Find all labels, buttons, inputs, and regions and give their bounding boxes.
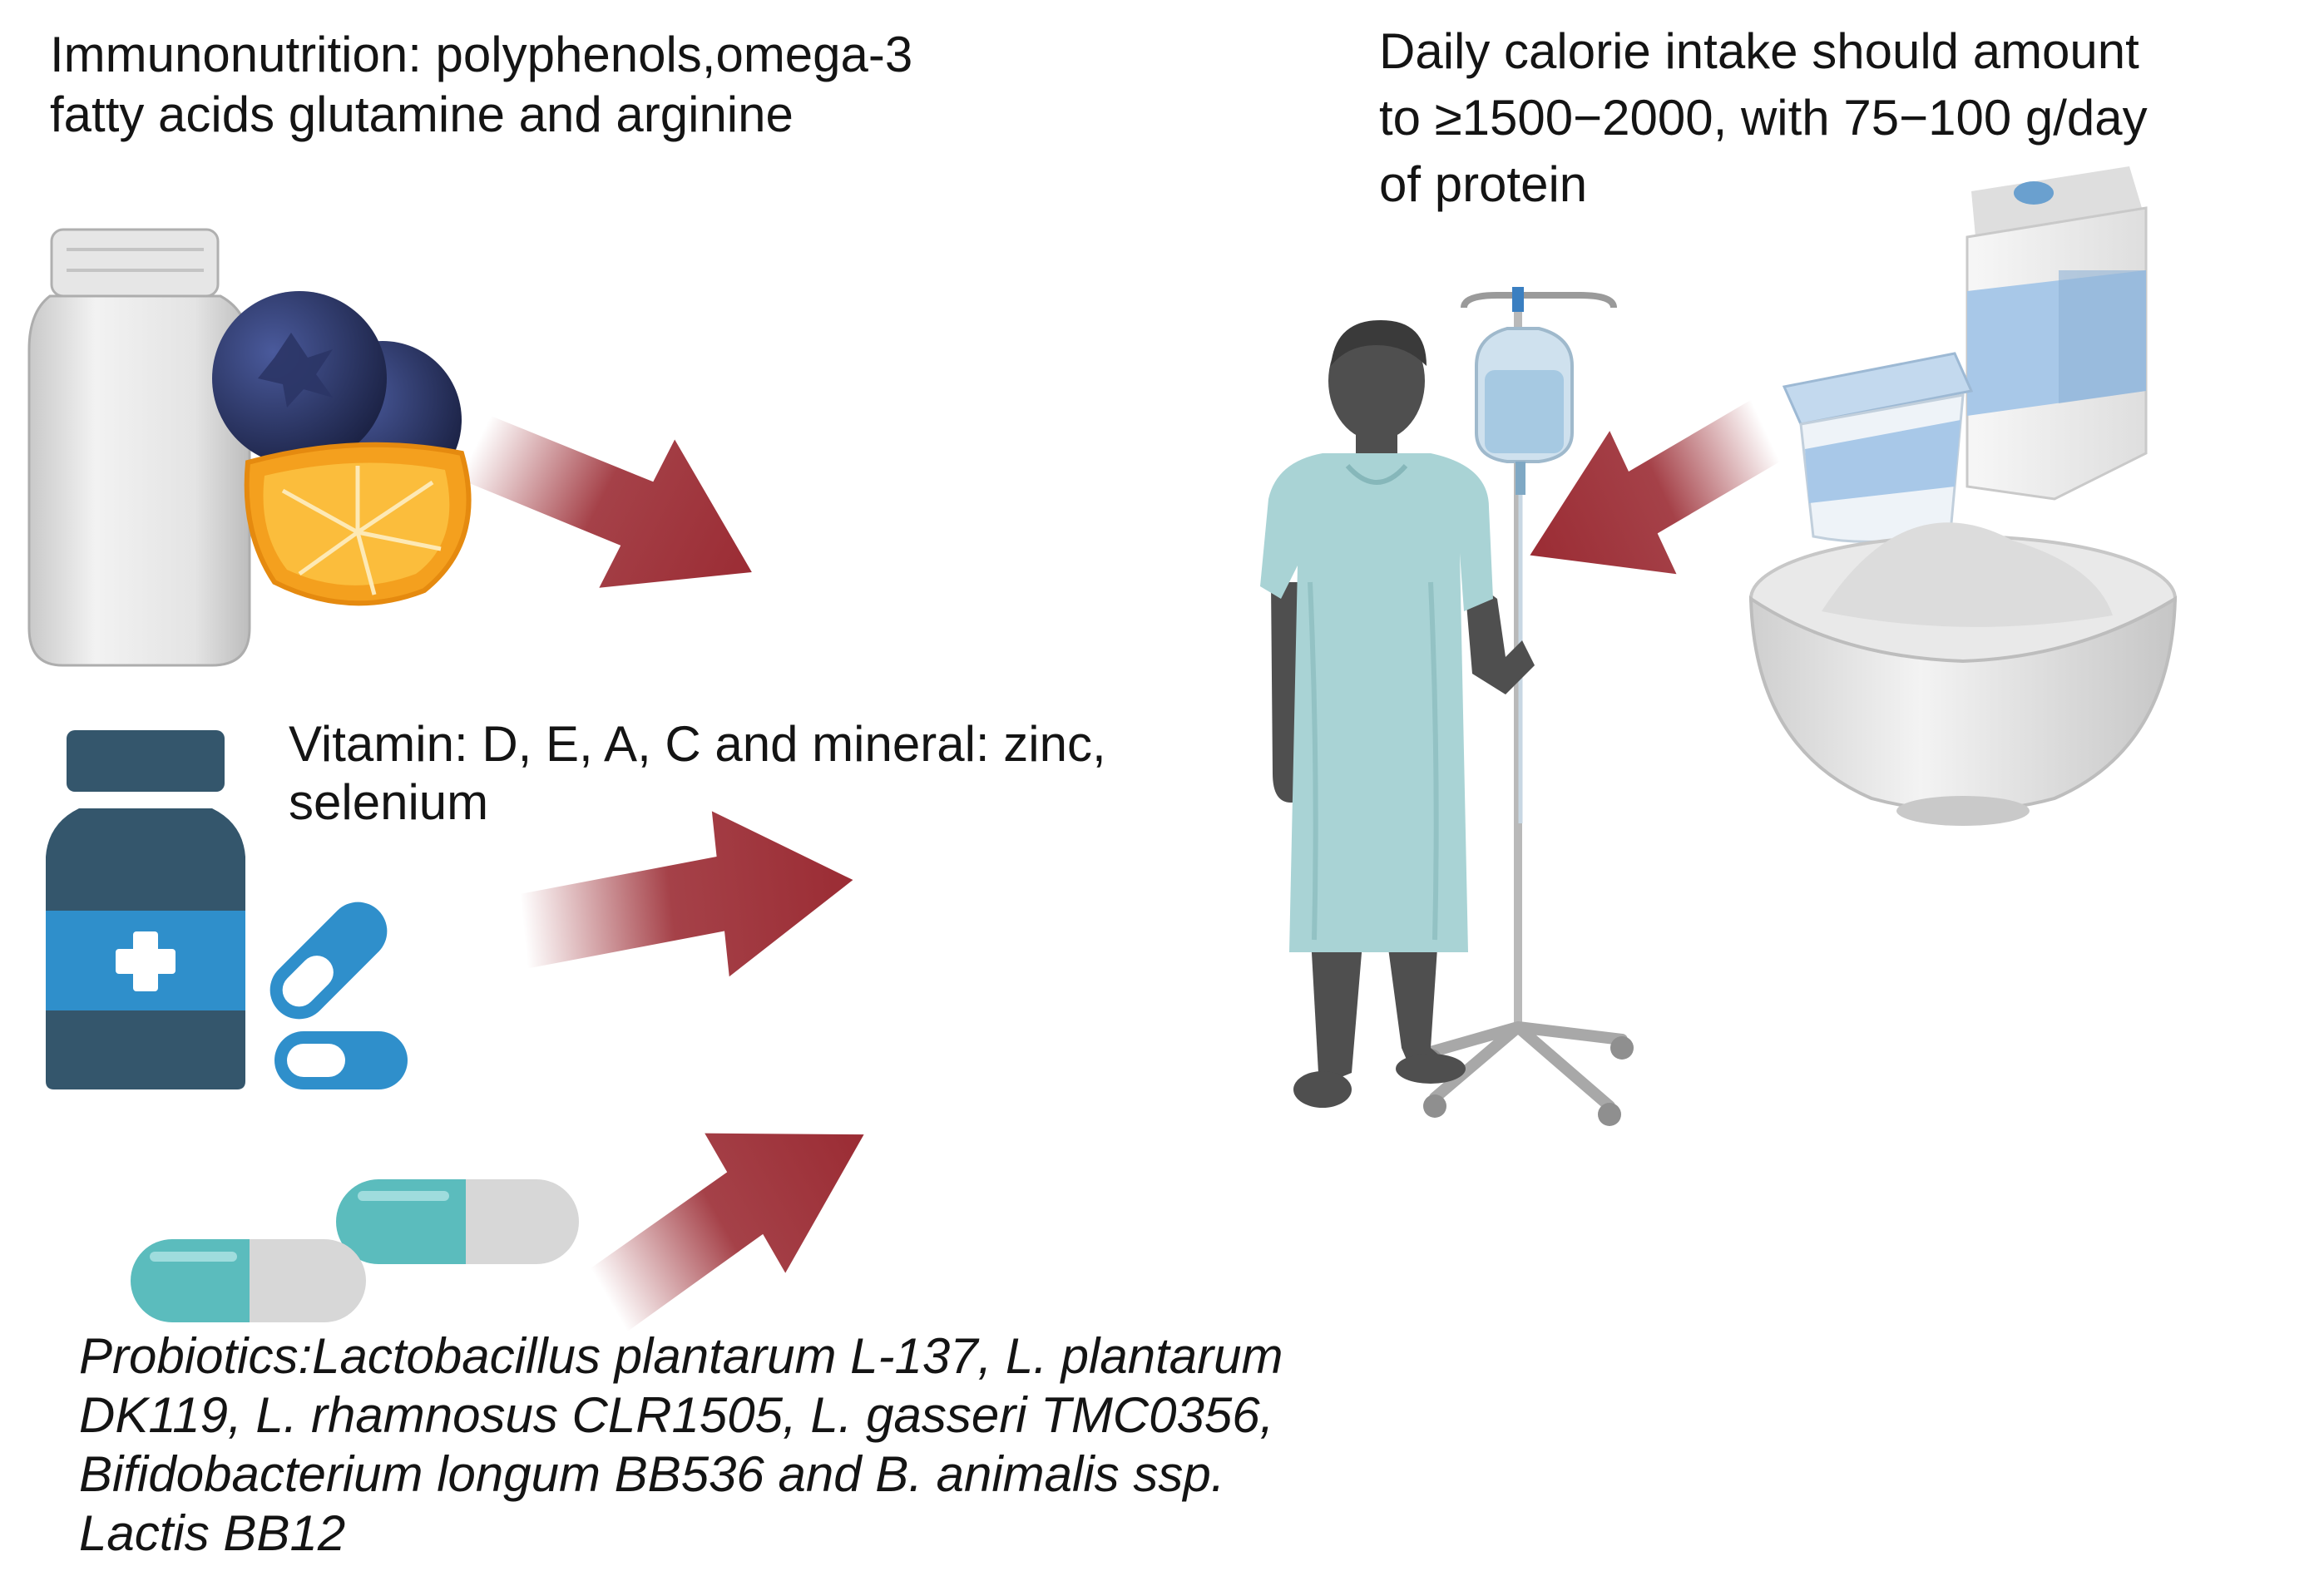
calorie-intake-caption: Daily calorie intake should amount to ≥1… xyxy=(1379,18,2148,218)
probiotics-caption-line: Probiotics:Lactobacillus plantarum L-137… xyxy=(79,1328,1283,1384)
immunonutrition-caption-line: fatty acids glutamine and arginine xyxy=(50,86,794,142)
arrow-vitamins xyxy=(520,811,853,977)
powder-bowl-icon xyxy=(1748,522,2178,826)
orange-slice-icon xyxy=(244,442,472,606)
calorie-intake-caption-line: of protein xyxy=(1379,156,1588,212)
probiotics-caption-line: DK119, L. rhamnosus CLR1505, L. gasseri … xyxy=(79,1387,1274,1443)
probiotics-caption-line: Lactis BB12 xyxy=(79,1505,346,1561)
immunonutrition-caption: Immunonutrition: polyphenols,omega-3 fat… xyxy=(50,25,912,145)
patient-icon xyxy=(1260,320,1535,1108)
calorie-intake-caption-line: Daily calorie intake should amount xyxy=(1379,23,2139,79)
immunonutrition-caption-line: Immunonutrition: polyphenols,omega-3 xyxy=(50,27,913,82)
arrow-protein xyxy=(1530,399,1780,575)
medicine-bottle-icon xyxy=(46,730,245,1089)
yogurt-cup-icon xyxy=(1782,352,1974,543)
calorie-intake-caption-line: to ≥1500−2000, with 75−100 g/day xyxy=(1379,90,2148,146)
vitamins-caption-line: Vitamin: D, E, A, C and mineral: zinc, xyxy=(289,716,1106,772)
vitamins-caption-line: selenium xyxy=(289,774,489,830)
probiotics-caption-line: Bifidobacterium longum BB536 and B. anim… xyxy=(79,1446,1225,1502)
probiotic-capsule-icon xyxy=(131,1179,579,1322)
arrow-immunonutrition xyxy=(458,416,752,588)
vitamins-caption: Vitamin: D, E, A, C and mineral: zinc, s… xyxy=(289,715,1106,832)
probiotics-caption: Probiotics:Lactobacillus plantarum L-137… xyxy=(79,1327,1283,1563)
pill-capsule-icon xyxy=(269,902,408,1089)
arrow-probiotics xyxy=(591,1133,864,1332)
supplement-bottle-icon xyxy=(27,228,251,667)
milk-carton-icon xyxy=(1966,166,2148,501)
